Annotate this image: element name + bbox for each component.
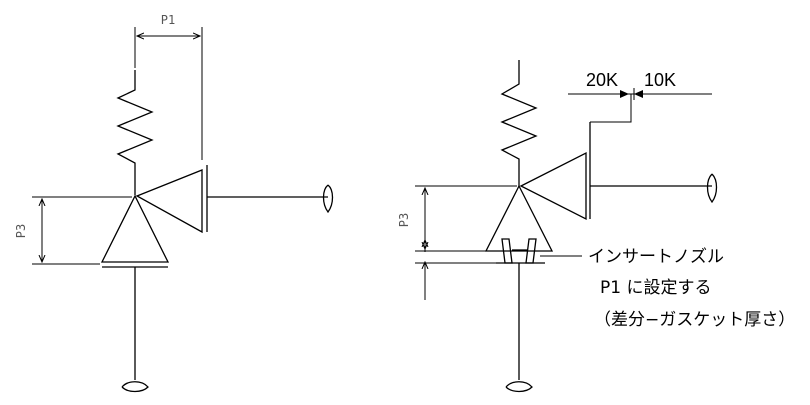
bottom-coil-symbol-right: [505, 381, 533, 393]
p3-dimension-right: P3: [397, 185, 517, 300]
gap-leader: [590, 94, 632, 123]
label-10k: 10K: [644, 70, 676, 90]
note-line-1: インサートノズル: [588, 247, 724, 267]
label-20k: 20K: [586, 70, 618, 90]
note-line-3: （差分−ガスケット厚さ）: [594, 310, 795, 330]
spring-zigzag-right: [500, 60, 538, 186]
output-coil-symbol: [322, 184, 334, 214]
left-valve-diagram: P1 P3: [14, 13, 334, 393]
vertical-triangle-right: [484, 184, 554, 252]
horizontal-triangle: [135, 169, 203, 234]
horizontal-triangle-right: [519, 151, 587, 221]
p3-dimension: P3: [14, 196, 132, 265]
vertical-triangle: [100, 194, 170, 263]
p1-label: P1: [161, 13, 175, 27]
output-coil-symbol-right: [706, 173, 718, 204]
note-line-2: P1 に設定する: [600, 278, 711, 298]
right-valve-diagram: 20K 10K P3 インサートノズル P1 に設定する （差分−ガスケット厚さ…: [397, 60, 795, 393]
spring-zigzag: [116, 70, 154, 195]
insert-nozzle: [496, 238, 545, 264]
p3-label: P3: [14, 224, 28, 238]
p3-label-right: P3: [397, 213, 411, 227]
p1-dimension: P1: [134, 13, 203, 160]
bottom-coil-symbol: [121, 381, 149, 393]
